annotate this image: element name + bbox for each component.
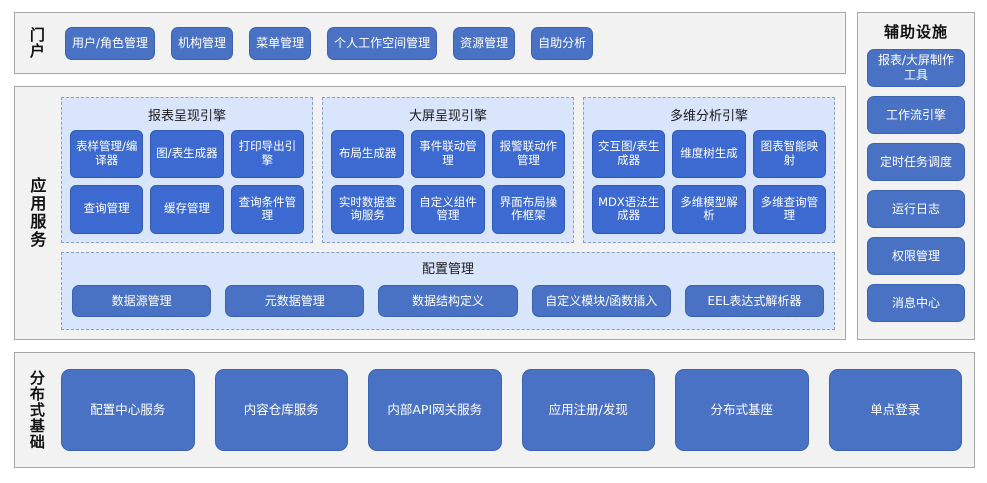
config-button[interactable]: 数据结构定义	[378, 285, 518, 317]
engine-tile[interactable]: 交互图/表生成器	[592, 129, 666, 178]
config-button[interactable]: 数据源管理	[72, 285, 212, 317]
engine-tile-grid: 交互图/表生成器维度树生成图表智能映射 MDX语法生成器多维模型解析多维查询管理	[592, 129, 826, 234]
base-service-button[interactable]: 内容仓库服务	[214, 369, 348, 451]
config-management-panel: 配置管理 数据源管理元数据管理数据结构定义自定义模块/函数插入 EEL表达式解析器	[61, 251, 835, 330]
distributed-base-band-label: 分布式基础	[27, 370, 46, 450]
engine-panel: 报表呈现引擎表样管理/编译器图/表生成器打印导出引擎查询管理缓存管理查询条件管理	[61, 96, 313, 243]
auxiliary-button[interactable]: 定时任务调度	[867, 143, 965, 181]
portal-button[interactable]: 菜单管理	[249, 26, 312, 60]
engine-panel: 大屏呈现引擎布局生成器事件联动管理报警联动作管理实时数据查询服务自定义组件管理界…	[322, 96, 574, 243]
engine-tile[interactable]: 查询条件管理	[230, 185, 304, 234]
engine-tile[interactable]: 图表智能映射	[752, 129, 826, 178]
base-service-button[interactable]: 内部API网关服务	[368, 369, 502, 451]
distributed-base-band: 分布式基础 配置中心服务内容仓库服务内部API网关服务应用注册/发现分布式基座单…	[14, 352, 975, 468]
config-management-title: 配置管理	[421, 261, 474, 277]
engine-tile[interactable]: 界面布局操作框架	[491, 185, 565, 234]
config-button[interactable]: 元数据管理	[225, 285, 365, 317]
distributed-base-row: 配置中心服务内容仓库服务内部API网关服务应用注册/发现分布式基座单点登录	[61, 369, 962, 451]
engine-title: 报表呈现引擎	[147, 108, 226, 124]
engine-tile[interactable]: 维度树生成	[672, 129, 746, 178]
auxiliary-button[interactable]: 工作流引擎	[867, 96, 965, 134]
engine-tile[interactable]: MDX语法生成器	[592, 185, 666, 234]
engine-tile[interactable]: 事件联动管理	[411, 129, 485, 178]
engine-tile[interactable]: 实时数据查询服务	[331, 185, 405, 234]
config-management-row: 数据源管理元数据管理数据结构定义自定义模块/函数插入 EEL表达式解析器	[72, 282, 825, 321]
portal-button[interactable]: 个人工作空间管理	[327, 26, 438, 60]
engine-tile[interactable]: 多维模型解析	[672, 185, 746, 234]
engine-tile[interactable]: 查询管理	[70, 185, 144, 234]
portal-button[interactable]: 机构管理	[171, 26, 234, 60]
config-button[interactable]: EEL表达式解析器	[684, 285, 825, 317]
engine-tile[interactable]: 自定义组件管理	[411, 185, 485, 234]
auxiliary-facilities-list: 报表/大屏制作工具工作流引擎定时任务调度运行日志权限管理消息中心	[867, 49, 965, 331]
engine-tile[interactable]: 缓存管理	[150, 185, 224, 234]
base-service-button[interactable]: 单点登录	[828, 369, 962, 451]
auxiliary-facilities-panel: 辅助设施 报表/大屏制作工具工作流引擎定时任务调度运行日志权限管理消息中心	[857, 12, 975, 340]
auxiliary-button[interactable]: 权限管理	[867, 237, 965, 275]
base-service-button[interactable]: 应用注册/发现	[521, 369, 655, 451]
auxiliary-button[interactable]: 报表/大屏制作工具	[867, 49, 965, 87]
engine-tile[interactable]: 表样管理/编译器	[70, 129, 144, 178]
portal-band-body: 用户/角色管理机构管理菜单管理个人工作空间管理资源管理自助分析	[57, 13, 845, 73]
application-services-band-label: 应用服务	[27, 177, 47, 249]
portal-button[interactable]: 用户/角色管理	[65, 26, 156, 60]
engine-tile[interactable]: 图/表生成器	[150, 129, 224, 178]
engine-panel: 多维分析引擎交互图/表生成器维度树生成图表智能映射 MDX语法生成器多维模型解析多…	[583, 96, 835, 243]
auxiliary-button[interactable]: 运行日志	[867, 190, 965, 228]
auxiliary-button[interactable]: 消息中心	[867, 284, 965, 322]
portal-button[interactable]: 自助分析	[531, 26, 594, 60]
engines-row: 报表呈现引擎表样管理/编译器图/表生成器打印导出引擎查询管理缓存管理查询条件管理…	[61, 96, 835, 243]
portal-button[interactable]: 资源管理	[453, 26, 516, 60]
portal-button-row: 用户/角色管理机构管理菜单管理个人工作空间管理资源管理自助分析	[65, 26, 837, 60]
application-services-band: 应用服务 报表呈现引擎表样管理/编译器图/表生成器打印导出引擎查询管理缓存管理查…	[14, 86, 846, 340]
auxiliary-facilities-title: 辅助设施	[883, 23, 948, 41]
engine-tile[interactable]: 打印导出引擎	[230, 129, 304, 178]
engine-tile-grid: 布局生成器事件联动管理报警联动作管理实时数据查询服务自定义组件管理界面布局操作框…	[331, 129, 565, 234]
distributed-base-body: 配置中心服务内容仓库服务内部API网关服务应用注册/发现分布式基座单点登录	[57, 353, 974, 467]
base-service-button[interactable]: 配置中心服务	[61, 369, 195, 451]
portal-band: 门户 用户/角色管理机构管理菜单管理个人工作空间管理资源管理自助分析	[14, 12, 846, 74]
engine-title: 多维分析引擎	[669, 108, 748, 124]
engine-tile[interactable]: 多维查询管理	[752, 185, 826, 234]
base-service-button[interactable]: 分布式基座	[675, 369, 809, 451]
engine-tile[interactable]: 报警联动作管理	[491, 129, 565, 178]
engine-tile-grid: 表样管理/编译器图/表生成器打印导出引擎查询管理缓存管理查询条件管理	[70, 129, 304, 234]
portal-band-label: 门户	[27, 27, 46, 59]
engine-tile[interactable]: 布局生成器	[331, 129, 405, 178]
config-button[interactable]: 自定义模块/函数插入	[531, 285, 671, 317]
application-services-body: 报表呈现引擎表样管理/编译器图/表生成器打印导出引擎查询管理缓存管理查询条件管理…	[57, 87, 845, 339]
engine-title: 大屏呈现引擎	[408, 108, 487, 124]
